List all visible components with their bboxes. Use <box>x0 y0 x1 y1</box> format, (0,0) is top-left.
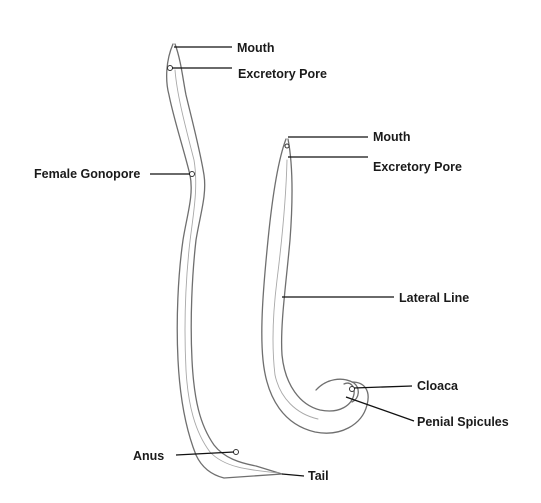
male-mouth-marker <box>284 143 290 149</box>
label-lateral-line: Lateral Line <box>399 291 469 305</box>
leader-tail <box>281 473 305 477</box>
label-female-mouth: Mouth <box>237 41 274 55</box>
labels: Mouth Excretory Pore Female Gonopore Anu… <box>34 41 509 483</box>
label-male-excretory-pore: Excretory Pore <box>373 160 462 174</box>
male-worm-spicule-curl <box>315 378 359 403</box>
female-worm <box>166 43 283 479</box>
label-anus: Anus <box>133 449 164 463</box>
female-worm-outline-left <box>166 43 283 479</box>
leader-penial-spicules <box>345 396 415 422</box>
male-worm-lateral-line <box>272 159 319 420</box>
female-worm-gut <box>174 69 279 474</box>
female-excretory-pore-marker <box>167 65 173 71</box>
label-female-excretory-pore: Excretory Pore <box>238 67 327 81</box>
label-penial-spicules: Penial Spicules <box>417 415 509 429</box>
female-anus-marker <box>233 449 239 455</box>
leader-cloaca <box>353 385 413 389</box>
leader-anus <box>175 451 235 456</box>
label-male-mouth: Mouth <box>373 130 410 144</box>
leader-lines <box>150 46 415 477</box>
female-worm-outline-right <box>174 43 283 475</box>
label-female-gonopore: Female Gonopore <box>34 167 140 181</box>
label-cloaca: Cloaca <box>417 379 459 393</box>
male-cloaca-marker <box>349 386 355 392</box>
female-gonopore-marker <box>189 171 195 177</box>
male-worm <box>261 138 369 434</box>
male-worm-outline-inner <box>280 138 355 412</box>
label-tail: Tail <box>308 469 329 483</box>
